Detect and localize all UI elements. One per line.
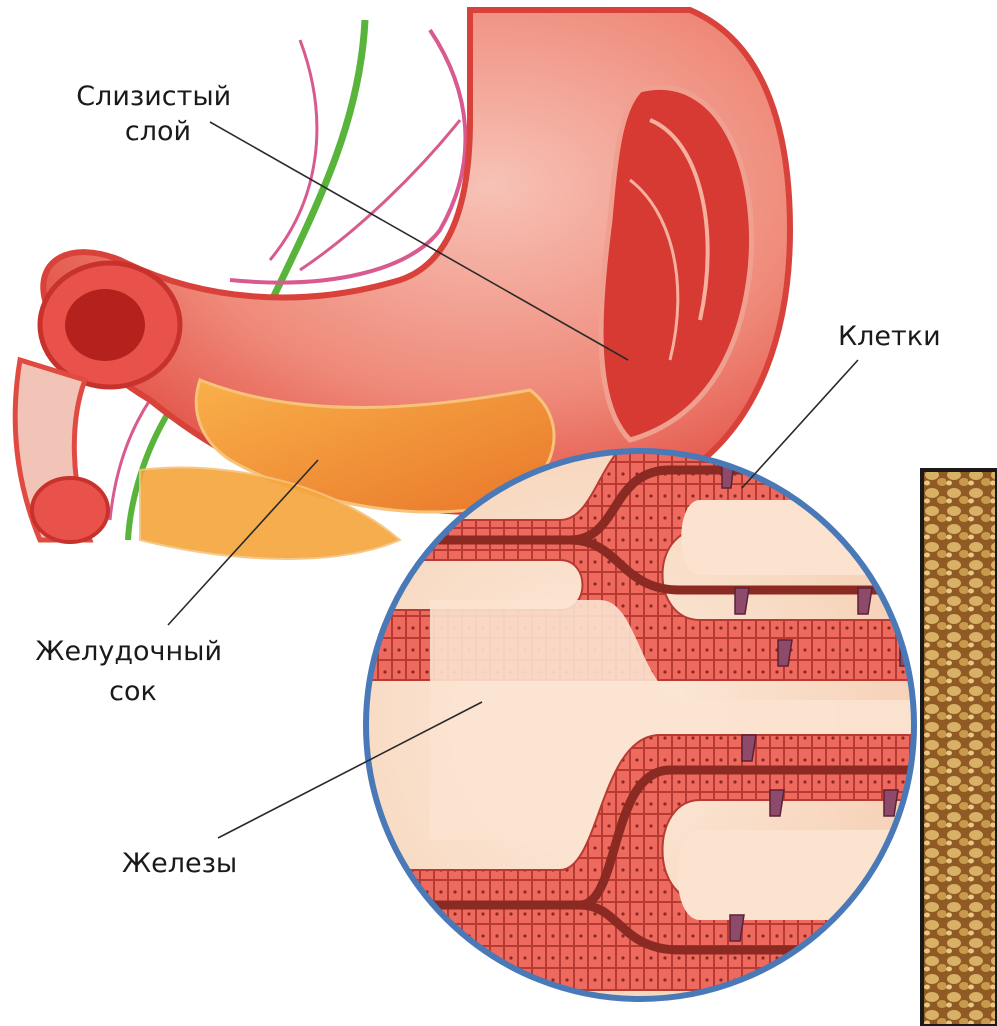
cells-label: Клетки — [838, 321, 941, 352]
gastric-juice-label-line1: Желудочный — [35, 636, 222, 667]
gastric-juice-label: Желудочный сок — [35, 636, 230, 707]
mucosa-photo-inset — [922, 470, 997, 1026]
glands-label: Железы — [122, 848, 237, 879]
gastric-juice-label-line2: сок — [109, 676, 157, 707]
mucous-layer-label: Слизистый слой — [76, 81, 240, 147]
magnified-glands-view — [360, 430, 997, 999]
mucous-layer-label-line1: Слизистый — [76, 81, 231, 112]
mucous-layer-label-line2: слой — [125, 116, 191, 147]
